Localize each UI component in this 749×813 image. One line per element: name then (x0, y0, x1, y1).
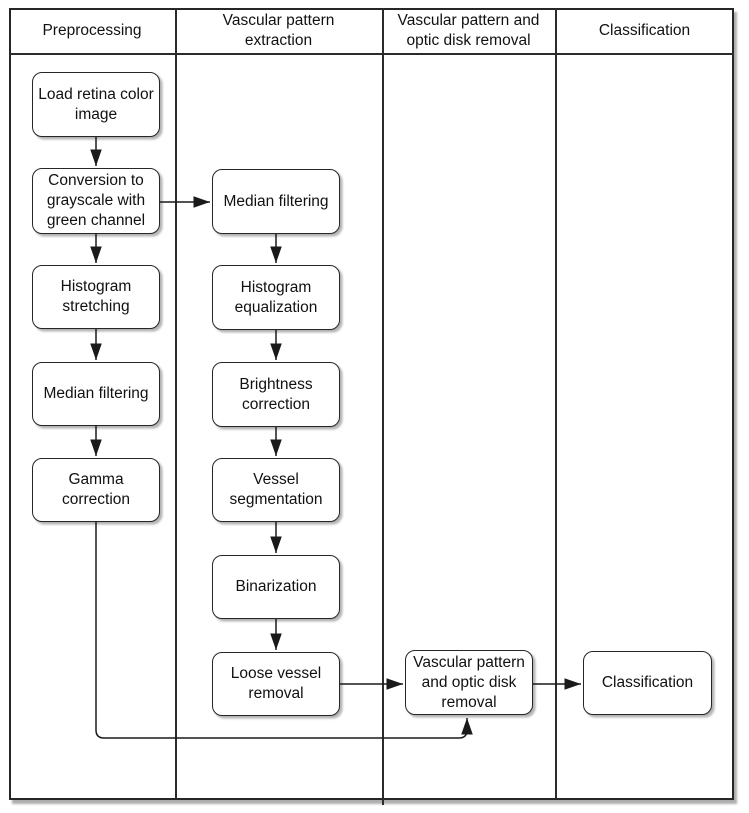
lane-header-preprocessing: Preprocessing (9, 8, 175, 54)
lane-header-label: Vascular pattern and optic disk removal (397, 12, 540, 49)
lane-header-vascular-pattern-extraction: Vascular pattern extraction (175, 8, 382, 54)
node-vessel-segmentation: Vessel segmentation (212, 458, 340, 522)
header-separator-line (9, 53, 734, 55)
lane-header-label: Vascular pattern extraction (222, 12, 335, 49)
lane-header-label: Preprocessing (42, 22, 142, 39)
node-classification: Classification (583, 651, 712, 715)
lane-header-label: Classification (598, 22, 691, 39)
node-histogram-stretching: Histogram stretching (32, 265, 160, 329)
node-median-filtering-extraction: Median filtering (212, 169, 340, 234)
outer-frame (9, 8, 734, 800)
node-conversion-to-grayscale: Conversion to grayscale with green chann… (32, 168, 160, 234)
lane-divider-2 (382, 8, 384, 805)
node-median-filtering-preprocessing: Median filtering (32, 362, 160, 426)
lane-header-classification: Classification (555, 8, 734, 54)
node-gamma-correction: Gamma correction (32, 458, 160, 522)
lane-header-vascular-pattern-optic-disk-removal: Vascular pattern and optic disk removal (382, 8, 555, 54)
node-histogram-equalization: Histogram equalization (212, 265, 340, 330)
node-binarization: Binarization (212, 555, 340, 619)
lane-divider-3 (555, 8, 557, 798)
node-vascular-pattern-and-optic-disk-removal: Vascular pattern and optic disk removal (405, 650, 533, 715)
lane-divider-1 (175, 8, 177, 798)
node-loose-vessel-removal: Loose vessel removal (212, 652, 340, 716)
node-load-retina-color-image: Load retina color image (32, 72, 160, 137)
node-brightness-correction: Brightness correction (212, 362, 340, 427)
